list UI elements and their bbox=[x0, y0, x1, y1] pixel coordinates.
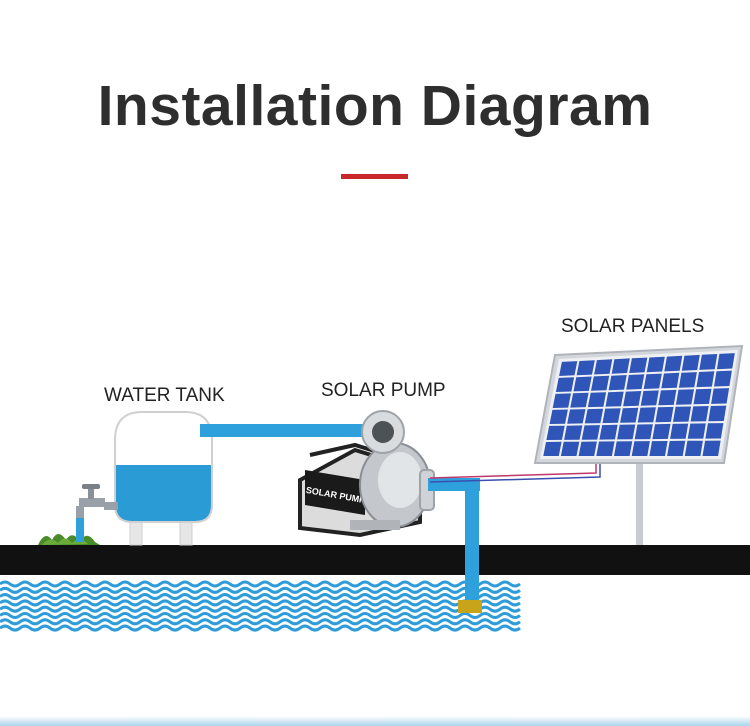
panel-cell bbox=[673, 406, 692, 422]
panel-cell bbox=[664, 355, 683, 372]
panel-cell bbox=[678, 372, 697, 388]
water-tank-icon bbox=[104, 411, 213, 546]
panel-cell bbox=[699, 354, 718, 370]
water-tank-label: WATER TANK bbox=[104, 385, 225, 406]
page-title: Installation Diagram bbox=[97, 74, 653, 138]
outlet-pipe-vertical bbox=[465, 478, 479, 600]
panel-cell bbox=[599, 424, 618, 440]
panel-cell bbox=[578, 441, 597, 456]
panel-cell bbox=[696, 371, 715, 388]
wave-line bbox=[0, 580, 521, 588]
panel-cell bbox=[543, 441, 562, 456]
panel-cell bbox=[608, 375, 627, 391]
panel-cell bbox=[646, 356, 665, 373]
wave-line bbox=[0, 586, 521, 594]
panel-cell bbox=[564, 425, 583, 440]
bottom-strip bbox=[0, 716, 750, 726]
panel-pole bbox=[636, 455, 643, 545]
panel-cell bbox=[570, 392, 589, 408]
panel-cell bbox=[687, 423, 706, 439]
solar-panel-icon bbox=[533, 344, 744, 464]
panel-cell bbox=[681, 354, 700, 371]
panel-cell bbox=[581, 425, 600, 440]
wave-line bbox=[0, 618, 521, 626]
panel-cell bbox=[693, 388, 712, 405]
panel-cell bbox=[584, 408, 604, 424]
panel-cell bbox=[591, 375, 610, 391]
panel-cell bbox=[702, 440, 721, 456]
panel-cell bbox=[643, 373, 662, 389]
wave-line bbox=[0, 605, 521, 613]
foot-valve-icon bbox=[458, 600, 482, 613]
power-cable bbox=[429, 462, 597, 479]
panel-cell bbox=[655, 406, 674, 423]
panel-cell bbox=[594, 359, 613, 375]
panel-cell bbox=[670, 423, 689, 439]
panel-cell bbox=[705, 423, 724, 439]
panel-cell bbox=[546, 425, 565, 440]
panel-cell bbox=[617, 424, 636, 440]
solar-panels-label: SOLAR PANELS bbox=[561, 316, 705, 337]
panel-cell bbox=[675, 389, 694, 405]
wave-line bbox=[0, 624, 521, 632]
grass-icon bbox=[38, 534, 100, 545]
panel-cell bbox=[605, 391, 624, 407]
panel-cell bbox=[620, 407, 639, 423]
panel-cell bbox=[634, 424, 653, 440]
panel-cell bbox=[559, 361, 578, 376]
panel-cell bbox=[549, 409, 568, 424]
panel-cell bbox=[716, 353, 735, 370]
underground-water-waves bbox=[0, 580, 521, 632]
inlet-pipe bbox=[200, 424, 372, 437]
wave-line bbox=[0, 593, 521, 601]
panel-cell bbox=[552, 393, 571, 408]
panel-cell bbox=[661, 372, 680, 389]
panel-cell bbox=[573, 376, 592, 392]
wave-line bbox=[0, 599, 521, 607]
ground-bar bbox=[0, 545, 750, 575]
panel-cell bbox=[614, 441, 633, 456]
wave-line bbox=[0, 612, 521, 619]
panel-cell bbox=[652, 423, 671, 440]
panel-cell bbox=[596, 441, 615, 456]
panel-cell bbox=[629, 357, 648, 373]
panel-cell bbox=[711, 388, 730, 404]
panel-cell bbox=[555, 377, 575, 392]
panel-cell bbox=[637, 407, 656, 423]
panel-cell bbox=[587, 392, 607, 408]
panel-cell bbox=[714, 370, 732, 387]
title-underline bbox=[341, 174, 408, 179]
solar-pump-icon: SOLAR PUMP bbox=[298, 410, 435, 538]
solar-pump-label: SOLAR PUMP bbox=[321, 380, 446, 401]
panel-cell bbox=[690, 406, 709, 422]
panel-cell bbox=[560, 441, 580, 456]
panel-cell bbox=[567, 409, 586, 424]
panel-cell bbox=[626, 374, 645, 390]
panel-cell bbox=[684, 440, 703, 456]
panel-cell bbox=[708, 405, 727, 422]
panel-cell bbox=[611, 358, 630, 374]
panel-cell bbox=[649, 441, 668, 456]
panel-cell bbox=[658, 389, 677, 406]
panel-cell bbox=[623, 391, 642, 407]
faucet-icon bbox=[76, 484, 105, 542]
panel-cell bbox=[602, 408, 621, 424]
panel-cell bbox=[640, 390, 659, 406]
panel-cell bbox=[667, 440, 686, 456]
panel-cell bbox=[576, 360, 595, 376]
panel-cell bbox=[631, 441, 650, 456]
